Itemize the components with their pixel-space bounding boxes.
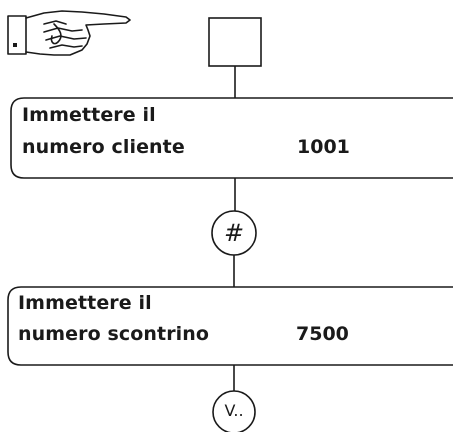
display-2-prompt-line-2: numero scontrino: [18, 323, 210, 345]
v-key-label: V..: [224, 401, 244, 420]
display-1-prompt-line-2: numero cliente: [22, 136, 185, 158]
display-1-prompt-line-1: Immettere il: [22, 104, 156, 126]
v-key: [212, 390, 256, 432]
blank-key: [208, 17, 262, 67]
display-2-value: 7500: [296, 323, 349, 345]
display-2-prompt-line-1: Immettere il: [18, 292, 152, 314]
pointing-hand-icon: [7, 10, 131, 56]
display-1-value: 1001: [297, 136, 350, 158]
display-box-1: [10, 97, 453, 179]
hash-key-label: #: [223, 219, 245, 247]
display-box-2: [7, 286, 453, 366]
